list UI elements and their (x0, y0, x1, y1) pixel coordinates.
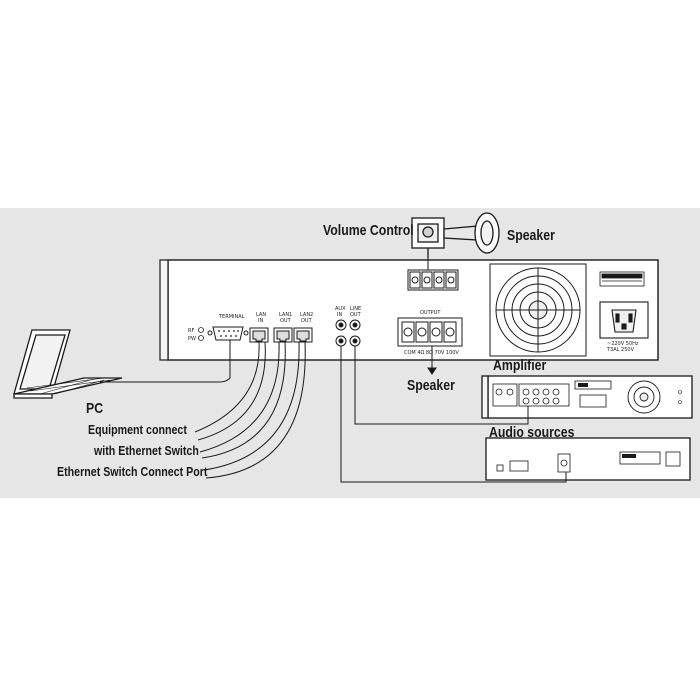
lan1-out-label-1: LAN1 (279, 312, 292, 318)
terminal-label: TERMINAL (218, 314, 245, 320)
lan2-out-port[interactable] (293, 327, 313, 343)
rf-pw-indicators (198, 327, 204, 341)
speaker-label-top: Speaker (507, 227, 555, 244)
amplifier-label: Amplifier (493, 357, 547, 374)
line-out-cable (354, 346, 529, 425)
lan-in-port[interactable] (249, 327, 269, 343)
lan-in-label-1: LAN (256, 312, 266, 318)
line-out-label-1: LINE (350, 306, 361, 312)
speaker-label-bottom: Speaker (407, 377, 455, 394)
speaker-horn-icon (443, 212, 500, 254)
amplifier-unit (481, 375, 693, 419)
aux-in-jacks[interactable] (335, 319, 347, 347)
line-out-jacks[interactable] (349, 319, 361, 347)
lan1-out-label-2: OUT (280, 318, 292, 324)
lan1-out-port[interactable] (273, 327, 293, 343)
aux-in-label-1: AUX (335, 306, 346, 312)
lan1-out-cable (199, 341, 280, 453)
lan1-out-cable-2 (201, 341, 286, 459)
fan-grille-icon (489, 263, 587, 357)
lan2-out-label-2: OUT (301, 318, 313, 324)
warning-label-icon (599, 271, 645, 287)
aux-cable (340, 346, 567, 483)
volume-control-label: Volume Control (323, 222, 414, 239)
audio-sources-label: Audio sources (489, 424, 575, 441)
pc-cable (100, 340, 231, 383)
speaker-tap-terminal[interactable] (397, 317, 463, 347)
pc-label: PC (86, 400, 104, 417)
lan2-out-label-1: LAN2 (300, 312, 313, 318)
lan-in-cable (194, 341, 260, 433)
aux-in-label-2: IN (337, 312, 342, 318)
speaker-output-terminal[interactable] (407, 269, 459, 291)
lan-in-cable-2 (197, 341, 266, 441)
output-label: OUTPUT (420, 310, 441, 316)
power-inlet-icon[interactable] (599, 301, 649, 339)
laptop-icon (13, 329, 123, 399)
line-out-label-2: OUT (350, 312, 362, 318)
cables (100, 258, 567, 483)
lan2-out-cable-2 (205, 341, 306, 479)
ethernet-switch-label: with Ethernet Switch (94, 443, 199, 458)
power-rating-2: T3AL 250V (606, 347, 635, 353)
rf-label: RF (188, 328, 194, 334)
terminal-port[interactable] (207, 326, 249, 341)
equipment-connect-label: Equipment connect (88, 422, 187, 437)
audio-source-unit (485, 437, 691, 481)
switch-connect-port-label: Ethernet Switch Connect Port (57, 464, 208, 479)
pw-label: PW (188, 336, 196, 342)
lan2-out-cable (203, 341, 300, 471)
lan-in-label-2: IN (258, 318, 263, 324)
volume-control-icon (411, 217, 445, 258)
power-rating-1: ~220V 50Hz (607, 341, 639, 347)
